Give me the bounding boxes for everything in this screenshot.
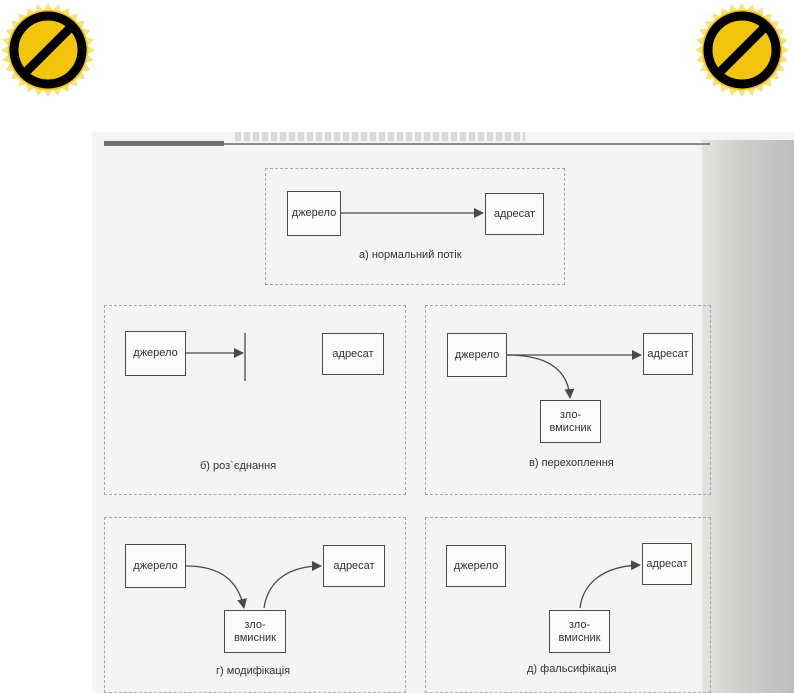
source-label: джерело — [133, 559, 178, 572]
destination-node: адресат — [322, 333, 384, 375]
arrow-modify-in — [185, 565, 247, 609]
source-label: джерело — [454, 348, 500, 361]
attacker-node: зло- вмисник — [540, 400, 601, 443]
destination-label: адресат — [332, 347, 374, 360]
caption-fabrication: д) фальсифікація — [527, 663, 617, 675]
scanned-page — [92, 132, 794, 693]
destination-node: адресат — [323, 545, 385, 587]
caption-interception: в) перехоплення — [529, 457, 614, 469]
arrow-modify-out — [263, 561, 322, 609]
attacker-label-line2: вмисник — [549, 421, 592, 434]
panel-interception — [425, 305, 711, 495]
attacker-label-line2: вмисник — [558, 631, 601, 644]
caption-interruption: б) роз`єднання — [200, 460, 277, 472]
attacker-label-line1: зло- — [559, 408, 582, 421]
source-node: джерело — [447, 333, 507, 377]
destination-label: адресат — [333, 559, 375, 572]
destination-label: адресат — [493, 207, 536, 220]
attacker-label-line1: зло- — [244, 618, 266, 631]
prohibited-icon — [695, 3, 789, 97]
arrow-fabricate-out — [579, 560, 641, 609]
page-edge-shadow — [702, 140, 794, 693]
source-node: джерело — [446, 545, 506, 587]
source-node: джерело — [287, 191, 341, 236]
attacker-label-line1: зло- — [568, 618, 591, 631]
header-rule-thin — [224, 143, 710, 145]
arrow-intercept-branch — [506, 354, 575, 399]
attacker-label-line2: вмисник — [234, 631, 276, 644]
source-label: джерело — [453, 559, 499, 572]
panel-interruption — [104, 305, 406, 495]
header-rule — [104, 141, 224, 146]
destination-node: адресат — [643, 333, 693, 375]
destination-label: адресат — [647, 347, 689, 360]
source-node: джерело — [125, 331, 186, 376]
panel-normal-flow — [265, 168, 565, 285]
caption-normal-flow: а) нормальний потік — [359, 249, 462, 261]
destination-label: адресат — [646, 557, 688, 570]
destination-node: адресат — [485, 193, 544, 235]
attacker-node: зло- вмисник — [549, 610, 610, 653]
prohibited-icon — [1, 3, 95, 97]
source-node: джерело — [125, 544, 186, 588]
page-header-faint — [235, 132, 525, 141]
source-label: джерело — [133, 347, 178, 359]
destination-node: адресат — [642, 543, 692, 585]
source-label: джерело — [291, 207, 337, 219]
caption-modification: г) модифікація — [216, 665, 291, 677]
attacker-node: зло- вмисник — [224, 610, 286, 653]
